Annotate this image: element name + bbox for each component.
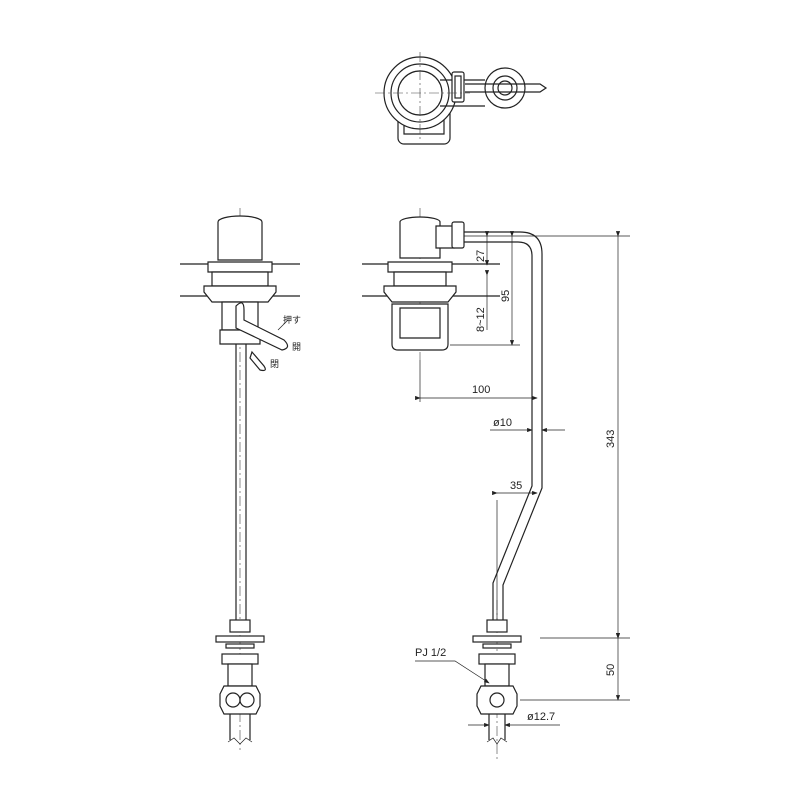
top-view bbox=[375, 52, 548, 145]
side-view-left: 押す 開 閉 bbox=[180, 208, 301, 750]
open-label: 開 bbox=[292, 342, 301, 353]
dim-35: 35 bbox=[510, 480, 522, 492]
dim-dia12-7: ø12.7 bbox=[527, 711, 555, 723]
dim-100: 100 bbox=[472, 384, 490, 396]
front-view-right bbox=[362, 208, 543, 760]
dim-dia10: ø10 bbox=[493, 417, 512, 429]
close-label: 閉 bbox=[270, 359, 279, 370]
dim-95: 95 bbox=[500, 290, 512, 302]
dimensions: 27 95 8~12 100 ø10 35 343 50 PJ 1/2 ø12.… bbox=[415, 231, 630, 728]
dim-thread: PJ 1/2 bbox=[415, 647, 446, 659]
dim-27: 27 bbox=[475, 250, 487, 262]
dim-343: 343 bbox=[605, 430, 617, 448]
push-label: 押す bbox=[283, 314, 301, 326]
dim-50: 50 bbox=[605, 664, 617, 676]
dim-8-12: 8~12 bbox=[475, 307, 487, 332]
